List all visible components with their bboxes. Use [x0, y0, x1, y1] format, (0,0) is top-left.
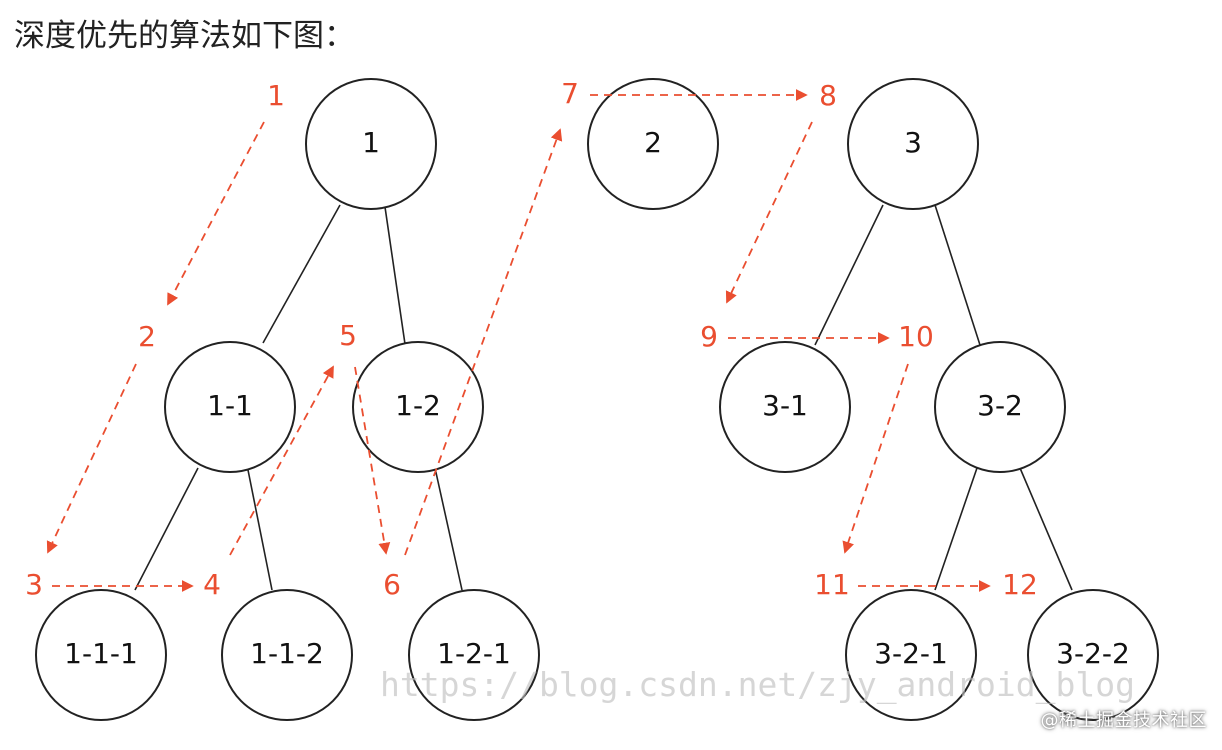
step-label-3: 3 [25, 568, 43, 601]
node-3-2-2-circle [1027, 589, 1159, 721]
arrow-step-1-to-2 [167, 121, 265, 306]
step-label-9: 9 [700, 320, 718, 353]
node-1-circle [305, 78, 437, 210]
node-3-1: 3-1 [719, 341, 851, 473]
edge-3-2-to-3-2-2 [1019, 467, 1073, 591]
traversal-arrows [46, 89, 991, 592]
node-3: 3 [847, 78, 979, 210]
node-3-2-1-label: 3-2-1 [874, 637, 948, 670]
node-1-2-1-circle [408, 589, 540, 721]
step-label-11: 11 [814, 568, 850, 601]
edge-1-1-to-1-1-1 [134, 467, 199, 591]
step-label-4: 4 [203, 568, 221, 601]
node-3-2: 3-2 [934, 341, 1066, 473]
arrow-step-10-to-11 [842, 363, 909, 554]
step-label-6: 6 [383, 568, 401, 601]
node-1-1-1: 1-1-1 [35, 589, 167, 721]
node-1-label: 1 [362, 126, 380, 159]
tree-nodes: 1 2 3 1-1 1-2 3-1 3-2 1-1-1 [35, 78, 1159, 721]
edge-1-2-to-1-2-1 [434, 467, 463, 591]
arrow-step-6-to-7 [404, 128, 563, 556]
node-3-2-1-circle [845, 589, 977, 721]
step-label-10: 10 [898, 320, 934, 353]
node-3-1-label: 3-1 [762, 389, 808, 422]
node-3-circle [847, 78, 979, 210]
node-1-1-label: 1-1 [207, 389, 253, 422]
edge-3-to-3-2 [934, 204, 981, 346]
edge-3-to-3-1 [814, 204, 884, 346]
node-2: 2 [587, 78, 719, 210]
node-1-1: 1-1 [164, 341, 296, 473]
csdn-watermark: https://blog.csdn.net/zjy_android_blog [380, 665, 1135, 705]
edge-1-to-1-1 [262, 204, 341, 344]
node-1-1-2-circle [221, 589, 353, 721]
node-1-1-1-circle [35, 589, 167, 721]
arrow-step-4-to-5 [229, 365, 334, 556]
brand-watermark: @稀土掘金技术社区 [1040, 710, 1207, 731]
traversal-step-labels: 1 2 3 4 5 6 7 8 9 10 11 12 [25, 77, 1038, 601]
node-1-2-label: 1-2 [395, 389, 441, 422]
edge-1-to-1-2 [384, 206, 406, 345]
node-3-1-circle [719, 341, 851, 473]
node-1: 1 [305, 78, 437, 210]
node-1-1-circle [164, 341, 296, 473]
node-3-2-2-label: 3-2-2 [1056, 637, 1130, 670]
node-1-1-1-label: 1-1-1 [64, 637, 138, 670]
node-3-2-2: 3-2-2 [1027, 589, 1159, 721]
arrow-step-5-to-6 [354, 366, 391, 555]
arrow-step-8-to-9 [725, 121, 813, 304]
arrow-step-2-to-3 [46, 363, 137, 554]
node-1-1-2-label: 1-1-2 [250, 637, 324, 670]
node-3-2-1: 3-2-1 [845, 589, 977, 721]
node-1-2: 1-2 [352, 341, 484, 473]
edge-3-2-to-3-2-1 [934, 467, 978, 591]
node-2-label: 2 [644, 126, 662, 159]
node-3-label: 3 [904, 126, 922, 159]
step-label-2: 2 [138, 320, 156, 353]
step-label-12: 12 [1002, 568, 1038, 601]
step-label-8: 8 [819, 79, 837, 112]
node-1-1-2: 1-1-2 [221, 589, 353, 721]
page-title: 深度优先的算法如下图： [14, 18, 355, 54]
node-1-2-1-label: 1-2-1 [437, 637, 511, 670]
node-3-2-label: 3-2 [977, 389, 1023, 422]
step-label-5: 5 [339, 319, 357, 352]
node-2-circle [587, 78, 719, 210]
node-1-2-circle [352, 341, 484, 473]
step-label-1: 1 [267, 79, 285, 112]
node-3-2-circle [934, 341, 1066, 473]
step-label-7: 7 [561, 77, 579, 110]
edge-1-1-to-1-1-2 [247, 469, 273, 591]
node-1-2-1: 1-2-1 [408, 589, 540, 721]
tree-edges [134, 204, 1073, 591]
